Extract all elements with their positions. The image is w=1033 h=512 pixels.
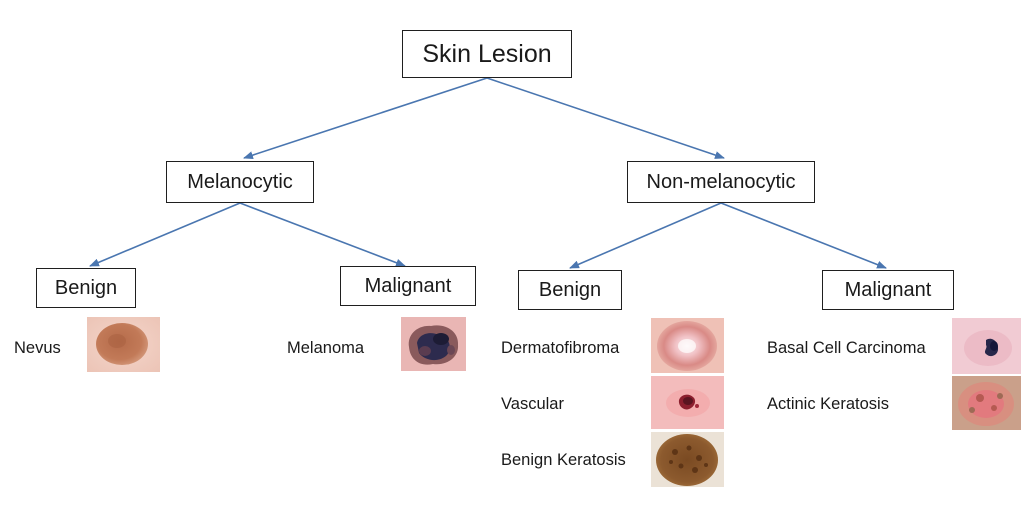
label-basal-cell-carcinoma: Basal Cell Carcinoma bbox=[767, 339, 926, 357]
arrow-non-melanocytic-to-malignant bbox=[720, 202, 887, 269]
node-melanocytic-malignant: Malignant bbox=[340, 266, 476, 306]
arrow-non-melanocytic-to-benign bbox=[569, 202, 722, 269]
node-non-melanocytic: Non-melanocytic bbox=[627, 161, 815, 203]
node-melanocytic: Melanocytic bbox=[166, 161, 314, 203]
label-dermatofibroma: Dermatofibroma bbox=[501, 339, 620, 357]
vascular-lesion-image bbox=[651, 376, 724, 429]
label-actinic-keratosis: Actinic Keratosis bbox=[767, 395, 889, 413]
melanoma-lesion-image bbox=[401, 317, 466, 371]
arrow-melanocytic-to-benign bbox=[89, 202, 241, 267]
nevus-lesion-image bbox=[87, 317, 160, 372]
benign-keratosis-lesion-image bbox=[651, 432, 724, 487]
node-skin-lesion: Skin Lesion bbox=[402, 30, 572, 78]
label-nevus: Nevus bbox=[14, 339, 61, 357]
arrow-root-to-non-melanocytic bbox=[486, 77, 725, 159]
dermatofibroma-lesion-image bbox=[651, 318, 724, 373]
node-melanocytic-benign: Benign bbox=[36, 268, 136, 308]
label-benign-keratosis: Benign Keratosis bbox=[501, 451, 626, 469]
actinic-keratosis-lesion-image bbox=[952, 376, 1021, 430]
arrow-melanocytic-to-malignant bbox=[239, 202, 406, 267]
node-non-melanocytic-malignant: Malignant bbox=[822, 270, 954, 310]
node-non-melanocytic-benign: Benign bbox=[518, 270, 622, 310]
arrow-root-to-melanocytic bbox=[243, 77, 488, 159]
label-melanoma: Melanoma bbox=[287, 339, 365, 357]
basal-cell-carcinoma-lesion-image bbox=[952, 318, 1021, 374]
label-vascular: Vascular bbox=[501, 395, 564, 413]
